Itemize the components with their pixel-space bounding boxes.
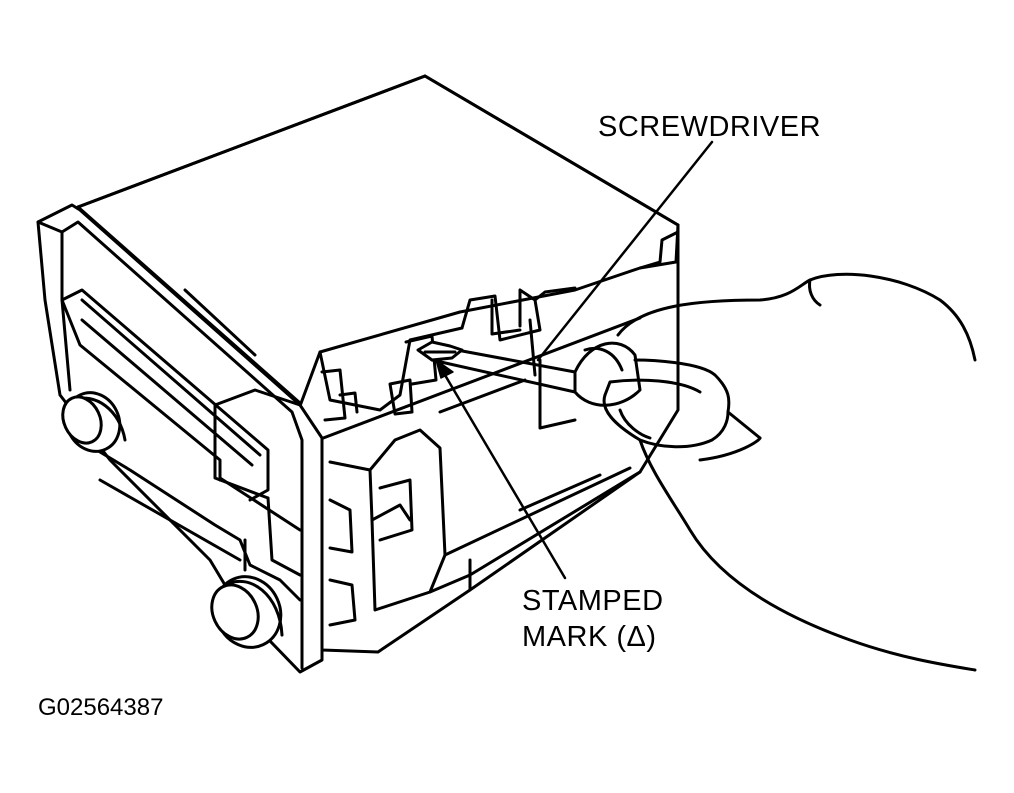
stamped-mark-label-line2: MARK (Δ) xyxy=(522,621,657,653)
screwdriver-leader-line xyxy=(538,142,712,360)
hand xyxy=(604,274,975,670)
unit-faceplate xyxy=(38,205,322,672)
stamped-mark-label-line1: STAMPED xyxy=(522,585,664,617)
screwdriver xyxy=(418,342,640,405)
screwdriver-label: SCREWDRIVER xyxy=(598,111,822,143)
figure-id-label: G02564387 xyxy=(38,694,164,721)
knob-upper xyxy=(56,384,130,460)
knob-lower xyxy=(203,566,292,658)
stamped-mark-leader-arrow xyxy=(436,360,565,578)
